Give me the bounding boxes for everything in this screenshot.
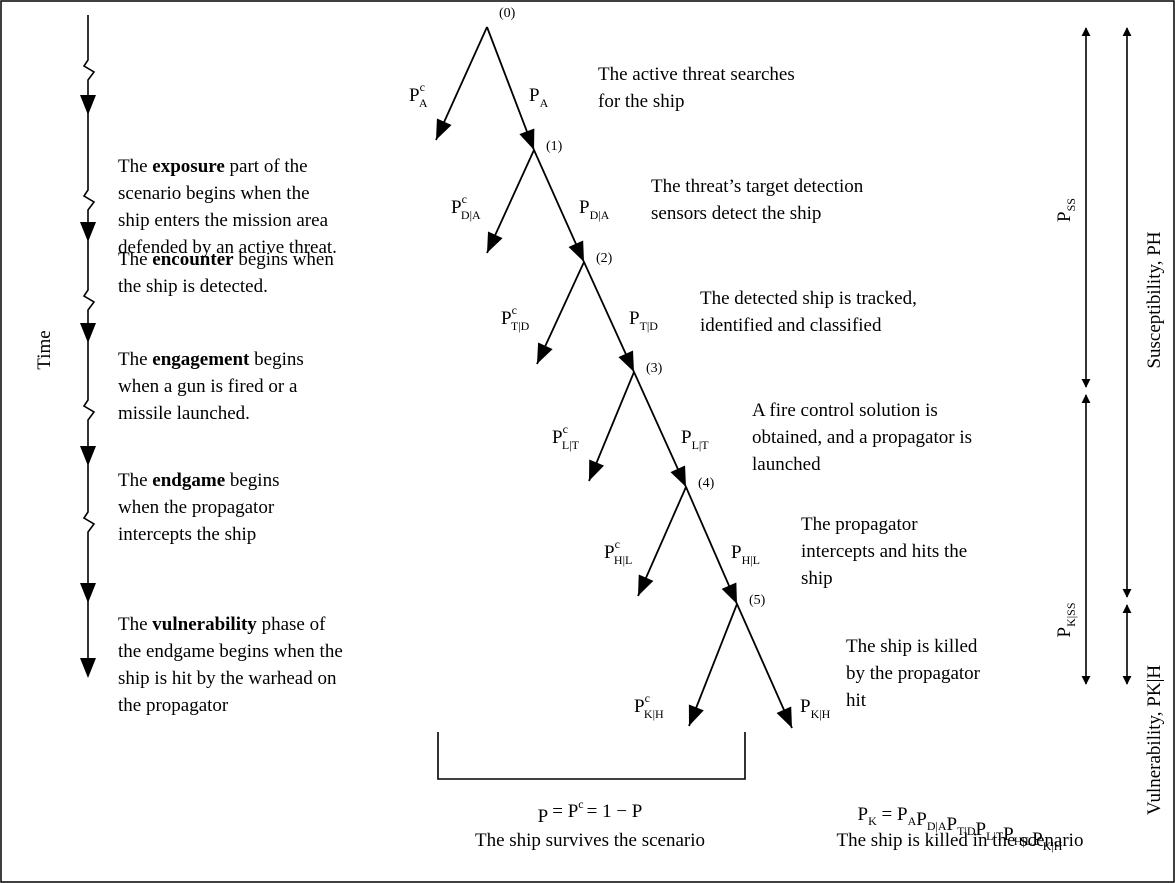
pass-branch-head bbox=[670, 465, 686, 487]
fail-branch bbox=[435, 26, 488, 141]
time-arrowheads bbox=[80, 95, 96, 678]
svg-text:PSS: PSS bbox=[1054, 198, 1078, 222]
kill-text: The ship is killed in the scenario bbox=[837, 830, 1084, 851]
probability-label: PK|H bbox=[800, 696, 831, 721]
pss-label: PSS bbox=[1054, 198, 1078, 222]
probability-label: PA bbox=[529, 85, 549, 110]
branch-description: The detected ship is tracked,identified … bbox=[700, 288, 917, 336]
svg-text:PK|SS: PK|SS bbox=[1054, 603, 1078, 638]
node-label: (2) bbox=[596, 251, 613, 266]
fail-branch-head bbox=[688, 704, 704, 726]
node-label: (1) bbox=[546, 139, 563, 154]
fail-branch-head bbox=[537, 342, 553, 364]
survive-text: The ship survives the scenario bbox=[475, 830, 705, 851]
pass-branch bbox=[685, 486, 738, 605]
pass-branch-head bbox=[618, 350, 634, 372]
pass-branch-head bbox=[519, 128, 535, 150]
fail-branch-head bbox=[436, 118, 452, 140]
time-axis bbox=[80, 15, 96, 678]
fail-branch-head bbox=[638, 574, 654, 596]
node-label: (5) bbox=[749, 593, 766, 608]
pass-branch bbox=[633, 371, 687, 488]
pass-branch bbox=[486, 26, 535, 151]
probability-label: PT|D bbox=[629, 308, 658, 333]
kill-formula: PK = PAPD|APT|DPL|TPH|LPK|H bbox=[858, 804, 1063, 853]
node-label: (0) bbox=[499, 6, 516, 21]
node-label: (3) bbox=[646, 361, 663, 376]
pkss-label: PK|SS bbox=[1054, 603, 1078, 638]
susceptibility-label: Susceptibility, PH bbox=[1144, 231, 1165, 368]
fail-branch-head bbox=[487, 231, 503, 253]
pass-branch bbox=[736, 603, 793, 729]
pass-branch bbox=[533, 149, 585, 263]
probability-label: PH|L bbox=[731, 542, 760, 567]
pass-branch-head bbox=[721, 582, 737, 604]
right-scales: PSS PK|SS Susceptibility, PH Vulnerabili… bbox=[1054, 27, 1165, 816]
pass-branch-head bbox=[568, 240, 584, 262]
outcomes: P = Pc = 1 − P The ship survives the sce… bbox=[475, 797, 1084, 853]
probability-label: PL|T bbox=[681, 427, 709, 452]
survive-bracket bbox=[437, 732, 746, 780]
fail-branch bbox=[688, 603, 738, 727]
pass-branch-head bbox=[776, 706, 792, 728]
vulnerability-label: Vulnerability, PK|H bbox=[1144, 665, 1165, 816]
time-label: Time bbox=[34, 330, 55, 369]
probability-label: PD|A bbox=[579, 197, 610, 222]
survive-formula: P = Pc = 1 − P bbox=[538, 797, 643, 827]
node-label: (4) bbox=[698, 476, 715, 491]
fail-branch-head bbox=[589, 459, 605, 481]
pass-branch bbox=[583, 261, 635, 373]
